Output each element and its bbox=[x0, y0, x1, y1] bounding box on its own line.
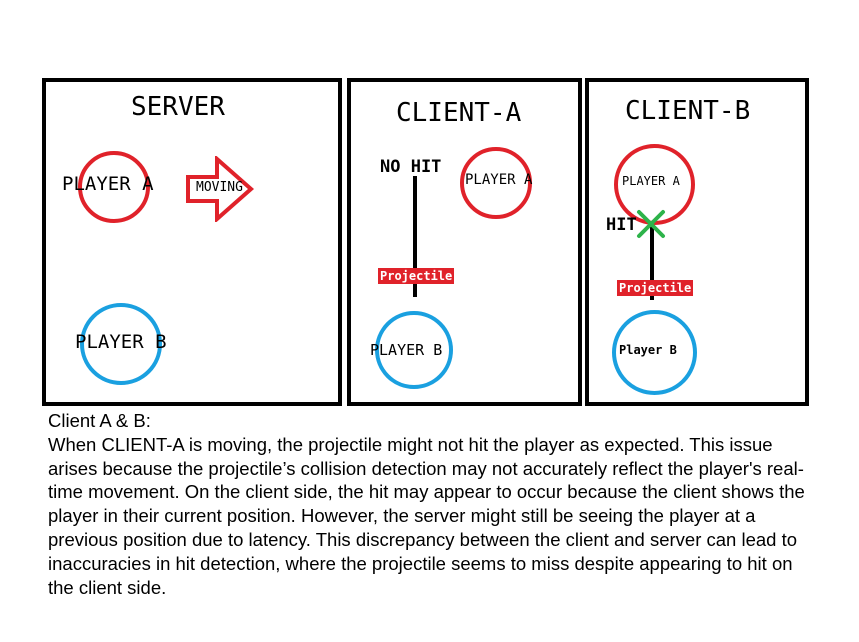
description-body: When CLIENT-A is moving, the projectile … bbox=[48, 433, 805, 598]
server-player-b-circle bbox=[80, 303, 162, 385]
client-a-player-b-circle bbox=[375, 311, 453, 389]
client-a-projectile-tag: Projectile bbox=[378, 268, 455, 284]
no-hit-label: NO HIT bbox=[380, 157, 442, 177]
description-text: Client A & B: When CLIENT-A is moving, t… bbox=[48, 409, 808, 599]
server-player-a-circle bbox=[78, 151, 150, 223]
client-a-projectile-trail bbox=[413, 176, 417, 297]
client-b-title: CLIENT-B bbox=[625, 96, 751, 126]
client-b-player-b-circle bbox=[612, 310, 697, 395]
server-player-b-label: PLAYER B bbox=[75, 331, 167, 353]
server-player-a-label: PLAYER A bbox=[62, 173, 154, 195]
moving-arrow-icon bbox=[186, 156, 255, 222]
client-a-player-b-label: PLAYER B bbox=[370, 341, 443, 359]
client-b-projectile-trail bbox=[650, 227, 654, 300]
client-a-title: CLIENT-A bbox=[396, 98, 522, 128]
client-b-player-b-label: Player B bbox=[619, 343, 677, 357]
hit-cross-icon bbox=[637, 210, 665, 238]
client-a-player-a-label: PLAYER A bbox=[465, 172, 533, 188]
client-a-player-a-circle bbox=[460, 147, 532, 219]
moving-label: MOVING bbox=[196, 180, 243, 195]
server-title: SERVER bbox=[131, 92, 225, 122]
client-b-projectile-tag: Projectile bbox=[617, 280, 694, 296]
client-b-player-a-label: PLAYER A bbox=[622, 174, 680, 188]
hit-label: HIT bbox=[606, 215, 637, 235]
description-heading: Client A & B: bbox=[48, 410, 151, 431]
